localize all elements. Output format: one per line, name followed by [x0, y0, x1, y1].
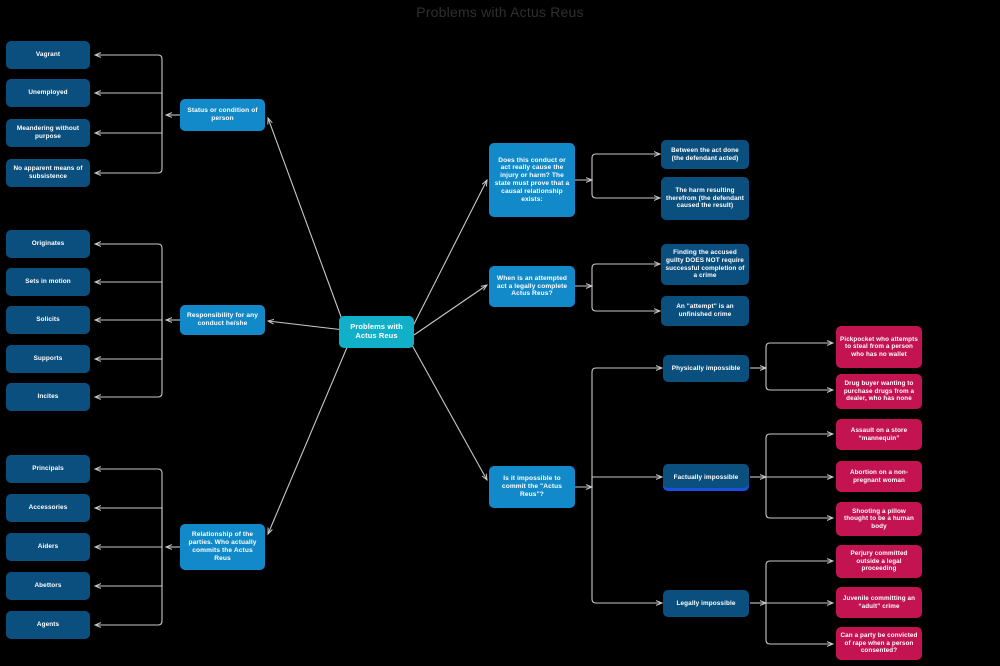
- leaf-node-act-done[interactable]: Between the act done (the defendant acte…: [661, 140, 749, 169]
- leaf-node-attempt-unfinished[interactable]: An "attempt" is an unfinished crime: [661, 296, 749, 326]
- subnode-factually-impossible[interactable]: Factually impossible: [663, 464, 749, 491]
- leaf-node-unemployed[interactable]: Unemployed: [6, 79, 90, 107]
- example-node-juvenile[interactable]: Juvenile committing an “adult” crime: [836, 587, 922, 618]
- branch-node-causation[interactable]: Does this conduct or act really cause th…: [489, 143, 575, 217]
- leaf-node-finding-guilty[interactable]: Finding the accused guilty DOES NOT requ…: [661, 244, 749, 285]
- page-title: Problems with Actus Reus: [416, 4, 584, 20]
- root-node[interactable]: Problems with Actus Reus: [339, 316, 414, 348]
- subnode-physically-impossible[interactable]: Physically impossible: [663, 355, 749, 382]
- example-node-perjury[interactable]: Perjury committed outside a legal procee…: [836, 545, 922, 578]
- leaf-node-agents[interactable]: Agents: [6, 611, 90, 639]
- branch-node-relationship[interactable]: Relationship of the parties. Who actuall…: [180, 524, 265, 570]
- example-node-abortion[interactable]: Abortion on a non-pregnant woman: [836, 461, 922, 492]
- leaf-node-solicits[interactable]: Solicits: [6, 306, 90, 334]
- example-node-pillow[interactable]: Shooting a pillow thought to be a human …: [836, 502, 922, 536]
- leaf-node-vagrant[interactable]: Vagrant: [6, 41, 90, 69]
- leaf-node-aiders[interactable]: Aiders: [6, 533, 90, 561]
- example-node-consent-rape[interactable]: Can a party be convicted of rape when a …: [836, 627, 922, 660]
- leaf-node-originates[interactable]: Originates: [6, 230, 90, 258]
- leaf-node-meandering[interactable]: Meandering without purpose: [6, 119, 90, 147]
- leaf-node-sets-in-motion[interactable]: Sets in motion: [6, 268, 90, 296]
- branch-node-responsibility[interactable]: Responsibility for any conduct he/she: [180, 305, 265, 335]
- example-node-mannequin[interactable]: Assault on a store “mannequin”: [836, 419, 922, 450]
- branch-node-impossible[interactable]: Is it impossible to commit the "Actus Re…: [489, 466, 575, 508]
- leaf-node-abettors[interactable]: Abettors: [6, 572, 90, 600]
- leaf-node-accessories[interactable]: Accessories: [6, 494, 90, 522]
- leaf-node-supports[interactable]: Supports: [6, 345, 90, 373]
- leaf-node-principals[interactable]: Principals: [6, 455, 90, 483]
- example-node-drug-buyer[interactable]: Drug buyer wanting to purchase drugs fro…: [836, 374, 922, 409]
- example-node-pickpocket[interactable]: Pickpocket who attempts to steal from a …: [836, 326, 922, 368]
- leaf-node-incites[interactable]: Incites: [6, 383, 90, 411]
- leaf-node-harm-resulting[interactable]: The harm resulting therefrom (the defend…: [661, 177, 749, 220]
- subnode-legally-impossible[interactable]: Legally impossible: [663, 590, 749, 617]
- branch-node-attempt[interactable]: When is an attempted act a legally compl…: [489, 266, 575, 307]
- leaf-node-no-means-subsistence[interactable]: No apparent means of subsistence: [6, 159, 90, 187]
- branch-node-status[interactable]: Status or condition of person: [180, 99, 265, 131]
